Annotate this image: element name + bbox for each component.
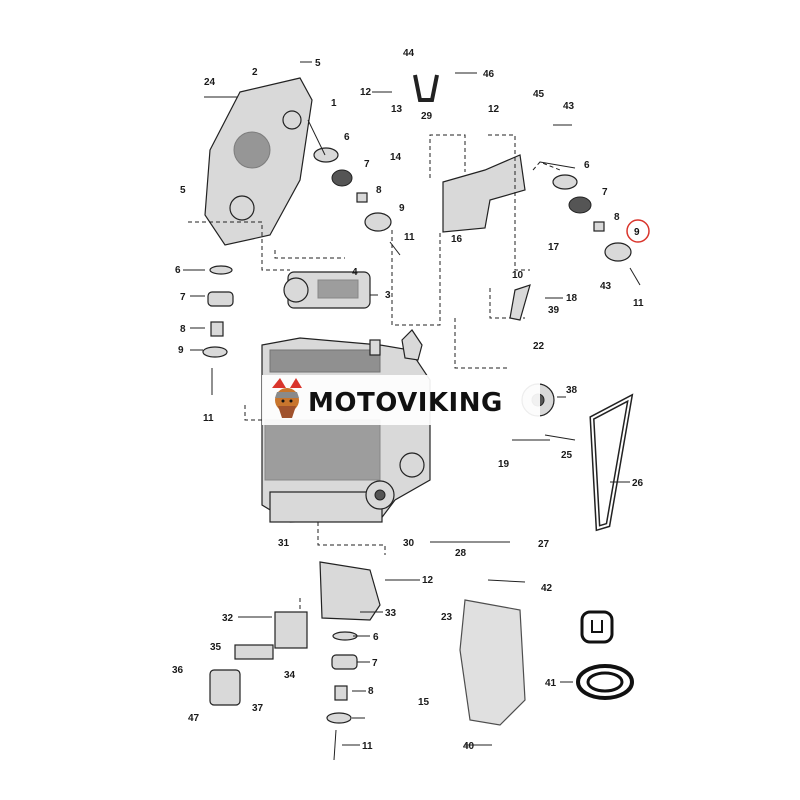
callout-c46: 46 (483, 69, 495, 80)
engine-block (261, 329, 555, 523)
callout-c24: 24 (204, 77, 216, 88)
callout-c8b: 8 (614, 212, 620, 223)
callout-c10: 10 (512, 270, 524, 281)
callout-c9a: 9 (399, 203, 405, 214)
callout-c17: 17 (548, 242, 560, 253)
callout-c35: 35 (210, 642, 222, 653)
callout-c5b: 5 (180, 185, 186, 196)
callout-c13: 13 (391, 104, 403, 115)
mount-stack-left (202, 265, 234, 395)
callout-c41: 41 (545, 678, 557, 689)
callout-c8a: 8 (376, 185, 382, 196)
callout-labels: 1 2 3 4 5 5 6 6 6 6 7 7 7 7 8 8 8 8 9 9 … (172, 48, 644, 752)
callout-c11a: 11 (404, 232, 415, 243)
callout-c40: 40 (463, 741, 475, 752)
timing-cover (204, 77, 313, 246)
callout-c6a: 6 (344, 132, 350, 143)
callout-c25: 25 (561, 450, 573, 461)
callout-c2: 2 (252, 67, 258, 78)
callout-c28: 28 (455, 548, 467, 559)
callout-c31: 31 (278, 538, 290, 549)
u-clamp-44 (413, 74, 439, 102)
mount-stack-far-right (552, 174, 641, 286)
lower-bracket-33 (274, 561, 381, 649)
callout-c12b: 12 (488, 104, 500, 115)
callout-c33: 33 (385, 608, 397, 619)
fuel-filter (209, 644, 274, 706)
callout-c6b: 6 (584, 160, 590, 171)
callout-c8d: 8 (368, 686, 374, 697)
callout-c7c: 7 (180, 292, 186, 303)
callout-c43b: 43 (600, 281, 612, 292)
callout-c30: 30 (403, 538, 415, 549)
callout-c26: 26 (632, 478, 644, 489)
drive-belt-26 (589, 393, 634, 532)
callout-c23: 23 (441, 612, 453, 623)
callout-c7d: 7 (372, 658, 378, 669)
hose-coil-41 (576, 610, 634, 700)
callout-c22: 22 (533, 341, 545, 352)
callout-c6c: 6 (175, 265, 181, 276)
callout-c8c: 8 (180, 324, 186, 335)
callout-c19: 19 (498, 459, 510, 470)
shield-plate-23 (459, 599, 526, 726)
callout-c29: 29 (421, 111, 433, 122)
starter-motor (283, 271, 371, 309)
callout-c7b: 7 (602, 187, 608, 198)
viking-head-icon (272, 378, 302, 418)
callout-c11b: 11 (633, 298, 644, 309)
callout-c7a: 7 (364, 159, 370, 170)
callout-c47: 47 (188, 713, 200, 724)
callout-c32: 32 (222, 613, 234, 624)
callout-c44: 44 (403, 48, 415, 59)
callout-c12c: 12 (422, 575, 434, 586)
callout-c6d: 6 (373, 632, 379, 643)
leader-lines (183, 61, 630, 746)
brand-watermark: MOTOVIKING (262, 375, 540, 425)
callout-c11c: 11 (203, 413, 214, 424)
callout-c1: 1 (331, 98, 337, 109)
callout-c27: 27 (538, 539, 550, 550)
callout-c45: 45 (533, 89, 545, 100)
callout-c39: 39 (548, 305, 560, 316)
callout-c5a: 5 (315, 58, 321, 69)
callout-c37: 37 (252, 703, 264, 714)
callout-c34: 34 (284, 670, 296, 681)
callout-c14: 14 (390, 152, 402, 163)
callout-c3: 3 (385, 290, 391, 301)
callout-c16: 16 (451, 234, 463, 245)
mount-bracket-16 (442, 154, 526, 233)
highlight-ring (626, 219, 650, 243)
mount-stack-bottom (326, 631, 358, 761)
callout-c11d: 11 (362, 741, 373, 752)
callout-c42: 42 (541, 583, 553, 594)
callout-c18: 18 (566, 293, 578, 304)
callout-c12a: 12 (360, 87, 372, 98)
callout-c4: 4 (352, 267, 358, 278)
mount-stack-right-upper (313, 147, 401, 256)
callout-c9b: 9 (634, 227, 640, 238)
callout-c38: 38 (566, 385, 578, 396)
callout-c15: 15 (418, 697, 430, 708)
assembly-lines (188, 119, 576, 610)
callout-c43a: 43 (563, 101, 575, 112)
callout-c9c: 9 (178, 345, 184, 356)
callout-c36: 36 (172, 665, 184, 676)
brand-name: MOTOVIKING (308, 388, 503, 418)
